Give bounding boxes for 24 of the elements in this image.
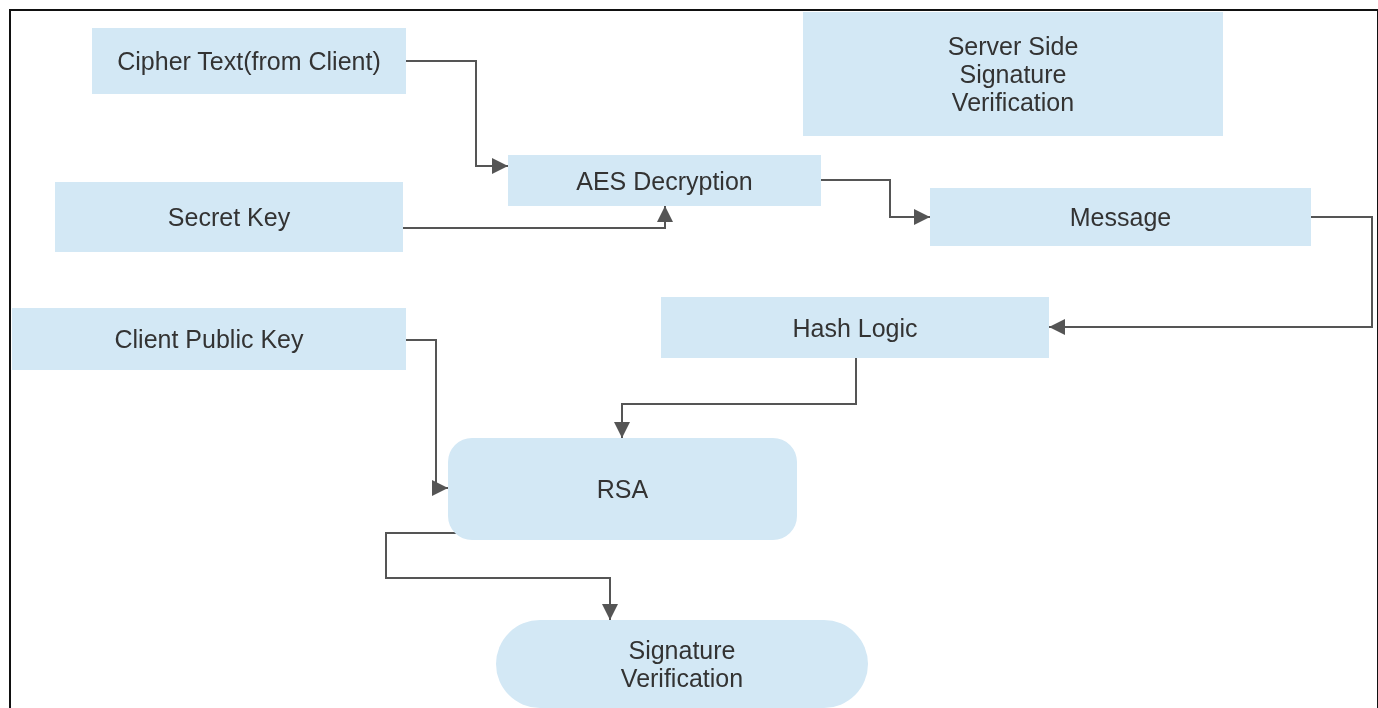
node-label: Hash Logic bbox=[792, 313, 918, 342]
node-label: Cipher Text(from Client) bbox=[117, 47, 381, 75]
node-label: AES Decryption bbox=[576, 166, 753, 195]
node-label: RSA bbox=[596, 475, 649, 503]
process-box bbox=[508, 155, 821, 206]
connector-arrow bbox=[402, 205, 673, 229]
process-box bbox=[92, 28, 406, 94]
connector-arrow bbox=[405, 60, 509, 174]
node-label: Signature Verification bbox=[619, 636, 745, 692]
process-box bbox=[661, 297, 1049, 358]
connector-arrow bbox=[1048, 216, 1373, 335]
process-box bbox=[55, 182, 403, 252]
connector-arrow bbox=[820, 179, 931, 225]
node-label: Client Public Key bbox=[114, 325, 304, 353]
node-label: Secret Key bbox=[167, 203, 291, 231]
process-box bbox=[12, 308, 406, 370]
node-label: Server Side Signature Verification bbox=[946, 32, 1080, 116]
title-box bbox=[803, 12, 1223, 136]
rounded-process-box bbox=[448, 438, 797, 540]
process-box bbox=[930, 188, 1311, 246]
connector-arrow bbox=[614, 357, 857, 439]
connector-arrow bbox=[385, 532, 618, 621]
connector-arrow bbox=[405, 339, 449, 496]
node-label: Message bbox=[1069, 203, 1172, 231]
